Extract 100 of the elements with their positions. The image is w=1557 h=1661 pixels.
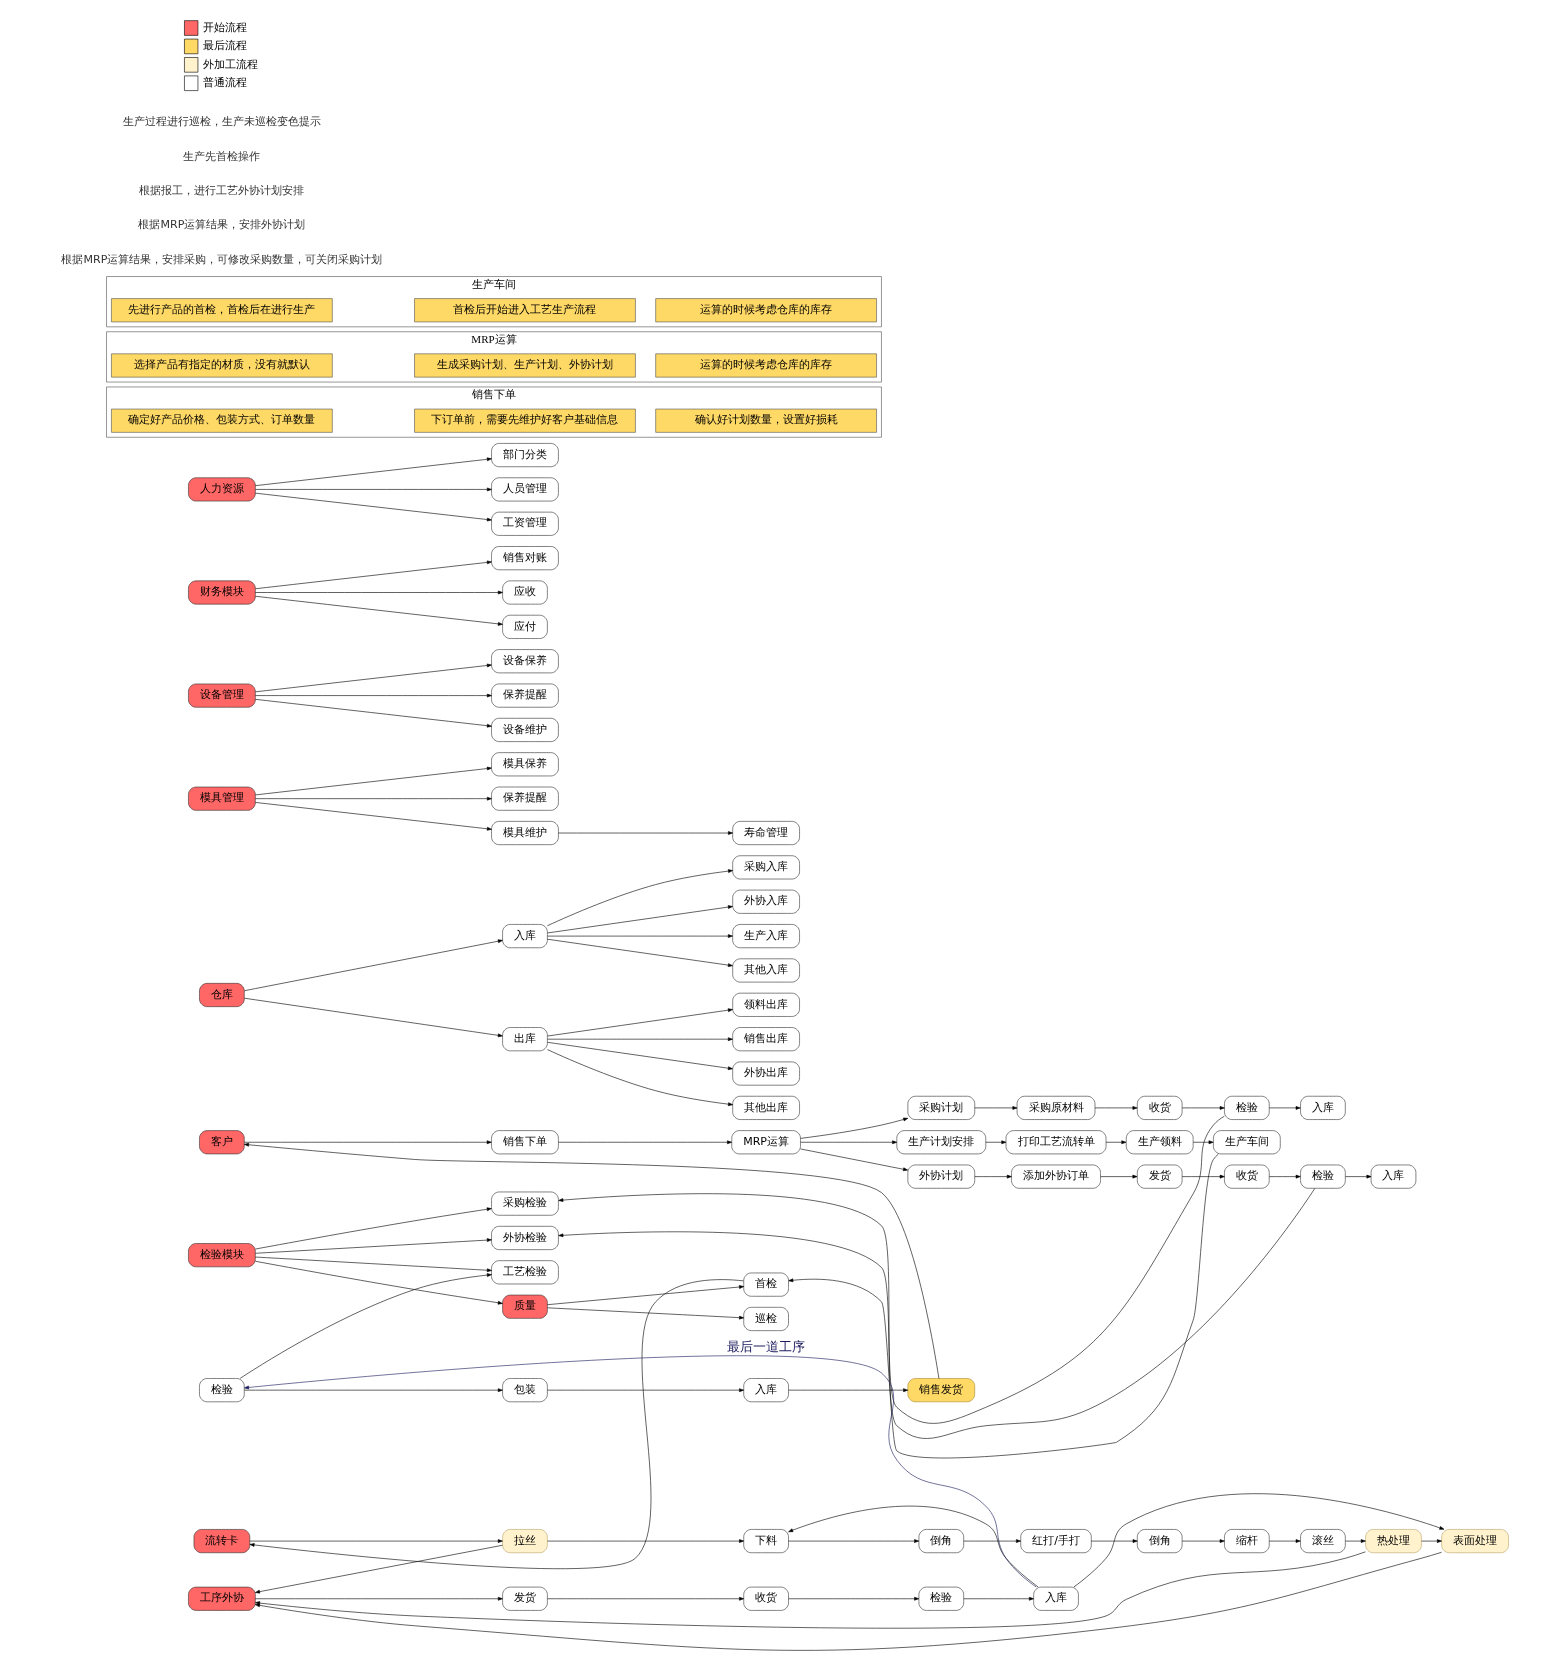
node-box: 检验模块 (187, 1242, 256, 1267)
node-box: 倒角 (1136, 1528, 1182, 1553)
node-box: 外协计划 (907, 1164, 975, 1189)
node-box: 发货 (501, 1586, 548, 1611)
legend-label: 普通流程 (202, 75, 247, 89)
node-box: 出库 (501, 1026, 548, 1051)
node-box: 首检 (742, 1272, 789, 1297)
node-box: 发货 (1136, 1164, 1182, 1189)
node-box: 销售出库 (731, 1026, 800, 1051)
node-box: 工资管理 (490, 511, 559, 536)
arrow (254, 1596, 503, 1601)
arrow (254, 1551, 1442, 1651)
node-box: 模具维护 (490, 820, 559, 845)
node-box: 设备维护 (490, 717, 559, 742)
node-box: 销售发货 (907, 1377, 975, 1402)
arrow (546, 1036, 733, 1041)
node-box: 下料 (742, 1528, 789, 1553)
edge-label: 最后一道工序 (726, 1337, 805, 1354)
arrow (973, 1105, 1017, 1110)
arrow (557, 1115, 1225, 1424)
node-box: 下订单前，需要先维护好客户基础信息 (413, 408, 636, 433)
node-box: 人员管理 (490, 476, 559, 501)
node-box: 财务模块 (187, 580, 256, 604)
node-box: 确认好计划数量，设置好损耗 (654, 408, 877, 433)
arrow (249, 1278, 744, 1569)
arrow (254, 560, 492, 589)
arrow (973, 1174, 1012, 1178)
node-box: 保养提醒 (490, 683, 559, 708)
arrow (546, 1538, 744, 1543)
arrow (1181, 1105, 1225, 1110)
node-box: 寿命管理 (731, 820, 800, 845)
node-box: 收货 (1136, 1095, 1182, 1120)
arrow (254, 801, 492, 831)
arrow (1344, 1174, 1371, 1178)
node-box: 其他入库 (731, 958, 800, 982)
node-box: 入库 (1299, 1095, 1346, 1120)
arrow (1181, 1174, 1225, 1178)
arrow (546, 1048, 733, 1106)
label: 根据MRP运算结果，安排外协计划 (137, 217, 305, 231)
arrow (799, 1117, 908, 1139)
arrow (557, 1187, 1315, 1439)
node-box: 缩杆 (1223, 1528, 1270, 1553)
arrow (239, 1272, 492, 1379)
arrow (1420, 1538, 1442, 1543)
arrow (254, 766, 492, 795)
node-box: 打印工艺流转单 (1005, 1129, 1106, 1154)
node-box: 部门分类 (490, 442, 559, 467)
node-box: 添加外协订单 (1010, 1164, 1101, 1189)
node-box: 外协检验 (490, 1225, 559, 1250)
node-box: 运算的时候考虑仓库的库存 (654, 297, 877, 322)
arrow (1073, 1493, 1444, 1587)
arrow (254, 595, 503, 626)
arrow (243, 997, 503, 1037)
arrow (546, 1007, 733, 1036)
arrow (787, 1153, 1219, 1458)
arrow (787, 1505, 1038, 1587)
legend-label: 外加工流程 (202, 57, 258, 71)
node-box: 生成采购计划、生产计划、外协计划 (413, 353, 636, 377)
node-box: 收货 (1223, 1164, 1270, 1189)
label: 生产过程进行巡检，生产未巡检变色提示 (122, 114, 321, 128)
node-box: 检验 (1299, 1164, 1346, 1189)
arrow (787, 1596, 919, 1601)
node-box: 销售对账 (490, 545, 559, 570)
node-box: 质量 (501, 1294, 548, 1319)
arrow (557, 1139, 732, 1144)
node-box: 确定好产品价格、包装方式、订单数量 (110, 408, 333, 433)
node-box: 采购计划 (907, 1095, 975, 1120)
arrow (546, 1307, 744, 1319)
node-box: 入库 (1032, 1586, 1079, 1611)
legend-label: 开始流程 (202, 20, 247, 34)
node-box: 检验 (918, 1586, 964, 1611)
node-box: 入库 (742, 1377, 789, 1402)
arrow (254, 1256, 492, 1272)
node-box: 入库 (1370, 1164, 1416, 1189)
arrow (254, 457, 492, 486)
node-box: 生产车间 (1212, 1129, 1281, 1154)
arrow (963, 1538, 1021, 1543)
node-box: 倒角 (918, 1528, 964, 1553)
arrow (254, 1544, 503, 1593)
node-box: MRP运算 (730, 1129, 801, 1154)
arrow (546, 933, 733, 938)
arrow (1181, 1538, 1225, 1543)
node-box: 应收 (501, 580, 548, 604)
node-box: 外协出库 (731, 1061, 800, 1085)
node-box: 选择产品有指定的材质，没有就默认 (110, 353, 333, 377)
arrow (1268, 1538, 1301, 1543)
arrow (546, 1284, 744, 1305)
arrow (1192, 1139, 1214, 1144)
node-box: 滚丝 (1299, 1528, 1346, 1553)
node-box: 拉丝 (501, 1528, 548, 1553)
arrow (243, 938, 503, 991)
arrow (249, 1538, 503, 1543)
arrow (254, 796, 492, 800)
node-box: 领料出库 (731, 992, 800, 1017)
node-box: 检验 (198, 1377, 245, 1402)
arrow (254, 492, 492, 521)
node-box: 仓库 (198, 982, 245, 1007)
arrow (243, 1387, 503, 1392)
node-box: 流转卡 (193, 1528, 250, 1553)
arrow (243, 1142, 939, 1379)
